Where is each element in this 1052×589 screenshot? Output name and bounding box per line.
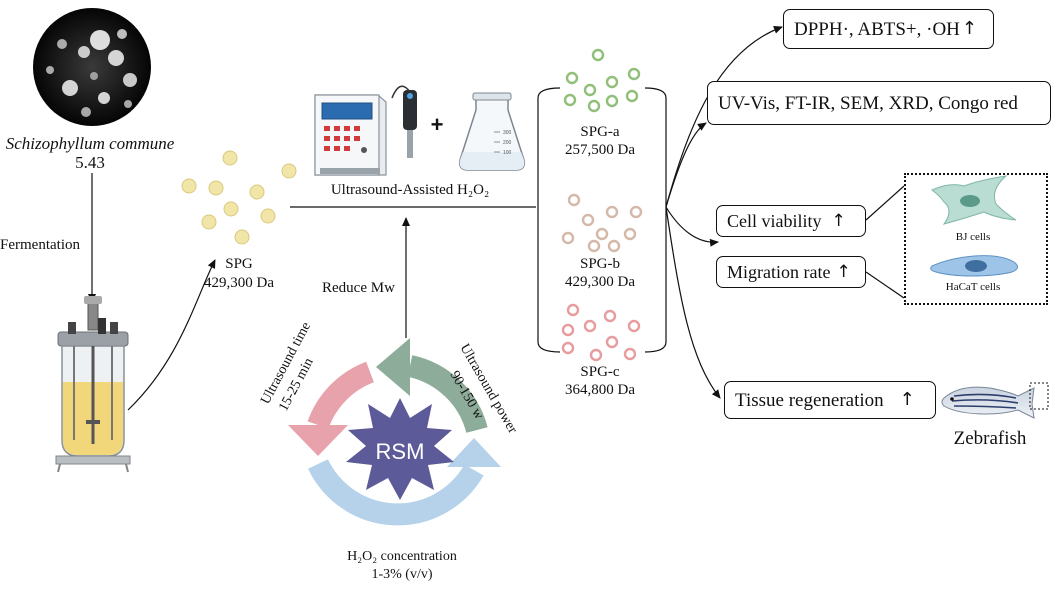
migration-rate-text: Migration rate [727, 262, 831, 282]
spg-name: SPG [225, 256, 253, 272]
spg-c-name: SPG-c [580, 364, 620, 380]
treatment-method: Ultrasound-Assisted H₂O₂ [331, 182, 489, 198]
fractions-left-bracket [537, 87, 561, 353]
flask-mark: 200 [503, 140, 512, 146]
antioxidant-text: DPPH·, ABTS+, ·OH [794, 18, 960, 40]
species-name: Schizophyllum commune [6, 134, 175, 153]
to-spg-arrow [127, 259, 216, 411]
rsm-star [346, 398, 454, 500]
hacat-cells-label: HaCaT cells [946, 281, 1000, 293]
spg-mw: 429,300 Da [204, 275, 274, 291]
migration-rate-box: Migration rate ↑ [716, 256, 866, 288]
arrow-to-cell-viability [665, 206, 719, 247]
spg-b-mw: 429,300 Da [565, 274, 635, 290]
fermentation-label: Fermentation [0, 237, 80, 253]
h2o2-concentration-label: H₂O₂ concentration [347, 549, 457, 564]
ultrasound-time-arrowhead [288, 425, 348, 456]
tissue-regeneration-box: Tissue regeneration ↑ [724, 381, 936, 419]
strain-code: 5.43 [75, 153, 105, 172]
ultrasound-time-arc [307, 361, 375, 430]
antioxidant-up-arrow: ↑ [961, 18, 978, 39]
ultrasound-device-icon [314, 94, 387, 176]
spg-b-rings [561, 193, 643, 253]
plus-sign: + [431, 112, 444, 137]
tissue-up-arrow: ↑ [899, 389, 915, 410]
spg-a-mw: 257,500 Da [565, 142, 635, 158]
migration-up-arrow: ↑ [836, 261, 851, 282]
cells-panel [904, 173, 1048, 305]
flask-mark: 100 [503, 150, 512, 156]
characterization-text: UV-Vis, FT-IR, SEM, XRD, Congo red [718, 92, 1018, 114]
ultrasound-power-arc [407, 355, 488, 434]
bioreactor-icon [55, 296, 131, 473]
ultrasound-power-arrowhead [376, 338, 410, 396]
spg-c-rings [561, 303, 641, 362]
arrow-to-characterization [665, 122, 707, 208]
hacat-cell-icon [930, 255, 1018, 277]
antioxidant-box: DPPH·, ABTS+, ·OH ↑ [783, 9, 994, 49]
reduce-mw-label: Reduce Mw [322, 280, 395, 296]
bj-cell-icon [931, 175, 1017, 225]
petri-dish-image [33, 8, 151, 126]
bj-cells-label: BJ cells [956, 231, 991, 243]
characterization-box: UV-Vis, FT-IR, SEM, XRD, Congo red [707, 81, 1051, 125]
flask-icon: 300 200 100 [458, 92, 526, 171]
cell-viability-text: Cell viability [727, 211, 822, 231]
migration-connector [865, 271, 905, 299]
viability-connector [865, 185, 905, 221]
ultrasound-probe-icon [391, 85, 417, 158]
fractions-right-bracket [644, 87, 667, 353]
cell-viability-box: Cell viability ↑ [716, 205, 866, 237]
rsm-label: RSM [376, 439, 425, 464]
zebrafish-label: Zebrafish [954, 428, 1027, 449]
arrow-to-tissue [665, 206, 721, 399]
spg-granules [181, 150, 297, 245]
cell-viability-up-arrow: ↑ [831, 210, 846, 231]
spg-a-name: SPG-a [580, 124, 620, 140]
h2o2-arc [308, 459, 484, 526]
flask-mark: 300 [503, 130, 512, 136]
rsm-cycle: RSM [288, 338, 501, 526]
h2o2-concentration-range: 1-3% (v/v) [371, 567, 432, 582]
spg-a-rings [563, 48, 641, 113]
h2o2-arrowhead [447, 438, 501, 467]
spg-c-mw: 364,800 Da [565, 382, 635, 398]
spg-b-name: SPG-b [580, 256, 620, 272]
tissue-regeneration-text: Tissue regeneration [735, 389, 884, 411]
zebrafish-icon [941, 382, 1049, 419]
